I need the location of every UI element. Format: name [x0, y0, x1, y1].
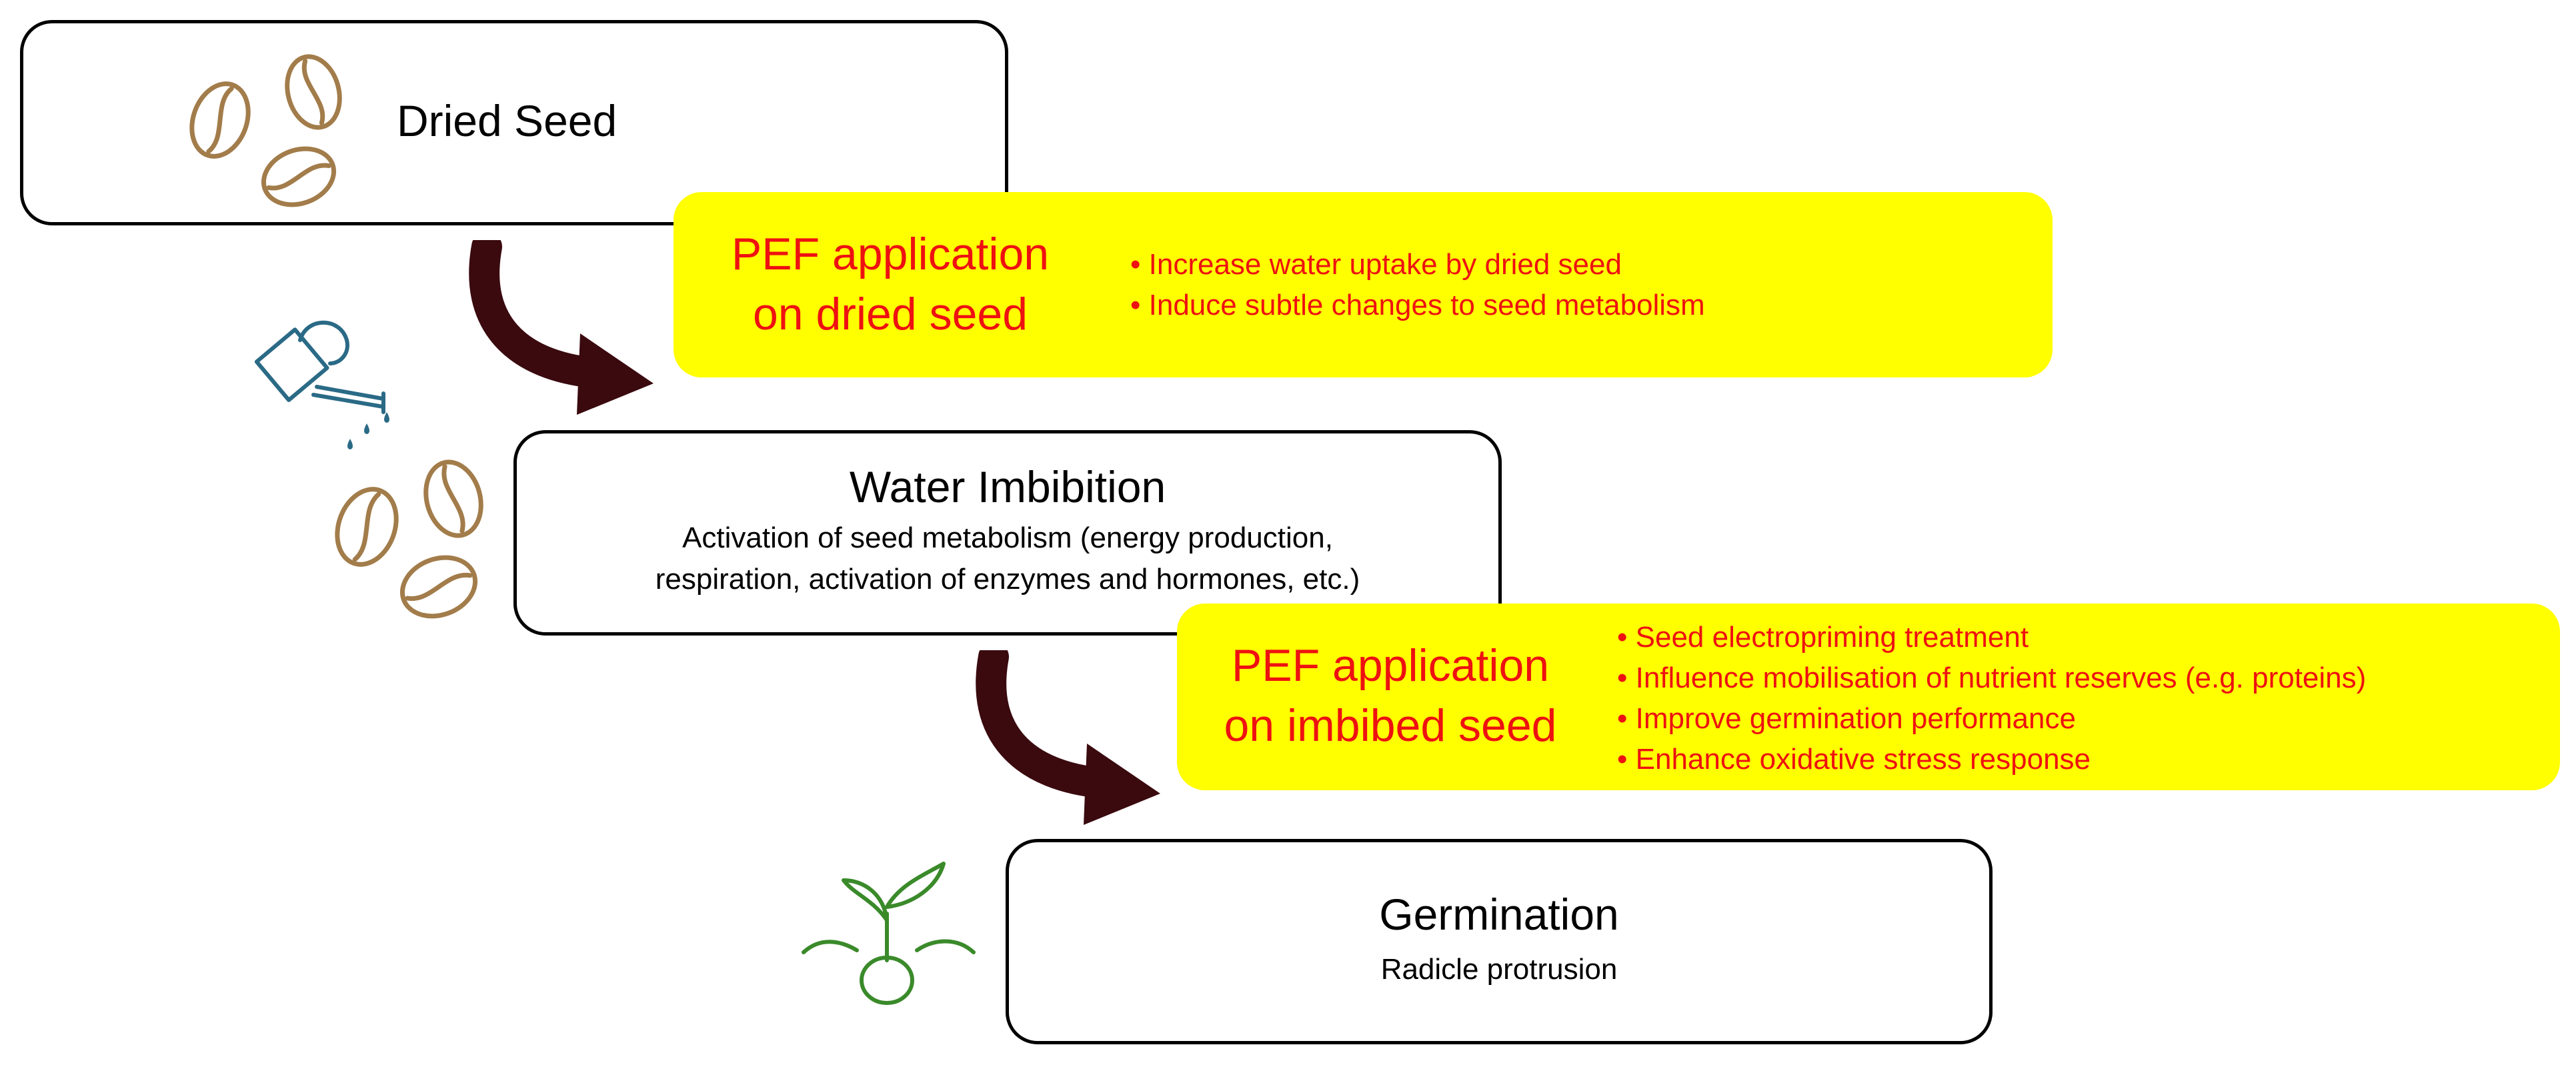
effect-item: Seed electropriming treatment: [1617, 617, 2366, 658]
curved-arrow-icon: [469, 240, 654, 415]
watering-can-icon: [254, 320, 389, 449]
pef-imbibed-seed-title: PEF application on imbibed seed: [1224, 640, 1557, 751]
effect-item: Influence mobilisation of nutrient reser…: [1617, 658, 2367, 698]
water-imbibition-stage: Water Imbibition Activation of seed meta…: [513, 430, 1502, 636]
dried-seed-stage: Dried Seed: [20, 20, 1008, 225]
water-imbibition-description: Activation of seed metabolism (energy pr…: [655, 521, 1360, 596]
coffee-bean-icon: [399, 555, 478, 619]
coffee-beans-icon: [189, 54, 342, 207]
germination-title: Germination: [1379, 890, 1619, 939]
pef-imbibed-seed-box: PEF application on imbibed seed Seed ele…: [1177, 604, 2560, 790]
coffee-bean-icon: [261, 146, 337, 207]
pef-dried-seed-title: PEF application on dried seed: [731, 229, 1050, 339]
seedling-icon: [802, 862, 976, 1005]
coffee-bean-icon: [285, 54, 342, 130]
dried-seed-title: Dried Seed: [397, 96, 617, 145]
effect-item: Induce subtle changes to seed metabolism: [1130, 285, 1705, 325]
germination-description: Radicle protrusion: [1380, 953, 1618, 986]
pef-dried-seed-box: PEF application on dried seed Increase w…: [674, 192, 2053, 377]
coffee-beans-icon: [335, 459, 483, 619]
curved-arrow-icon: [976, 650, 1160, 825]
effect-item: Increase water uptake by dried seed: [1130, 244, 1705, 285]
coffee-bean-icon: [423, 459, 483, 538]
water-imbibition-title: Water Imbibition: [849, 462, 1166, 511]
effect-item: Improve germination performance: [1617, 698, 2366, 739]
pef-imbibed-seed-effects: Seed electropriming treatment Influence …: [1617, 617, 2367, 780]
coffee-bean-icon: [335, 487, 399, 567]
pef-dried-seed-effects: Increase water uptake by dried seed Indu…: [1130, 244, 1705, 325]
effect-item: Enhance oxidative stress response: [1617, 739, 2366, 780]
coffee-bean-icon: [189, 81, 251, 159]
germination-stage: Germination Radicle protrusion: [1006, 839, 1993, 1044]
